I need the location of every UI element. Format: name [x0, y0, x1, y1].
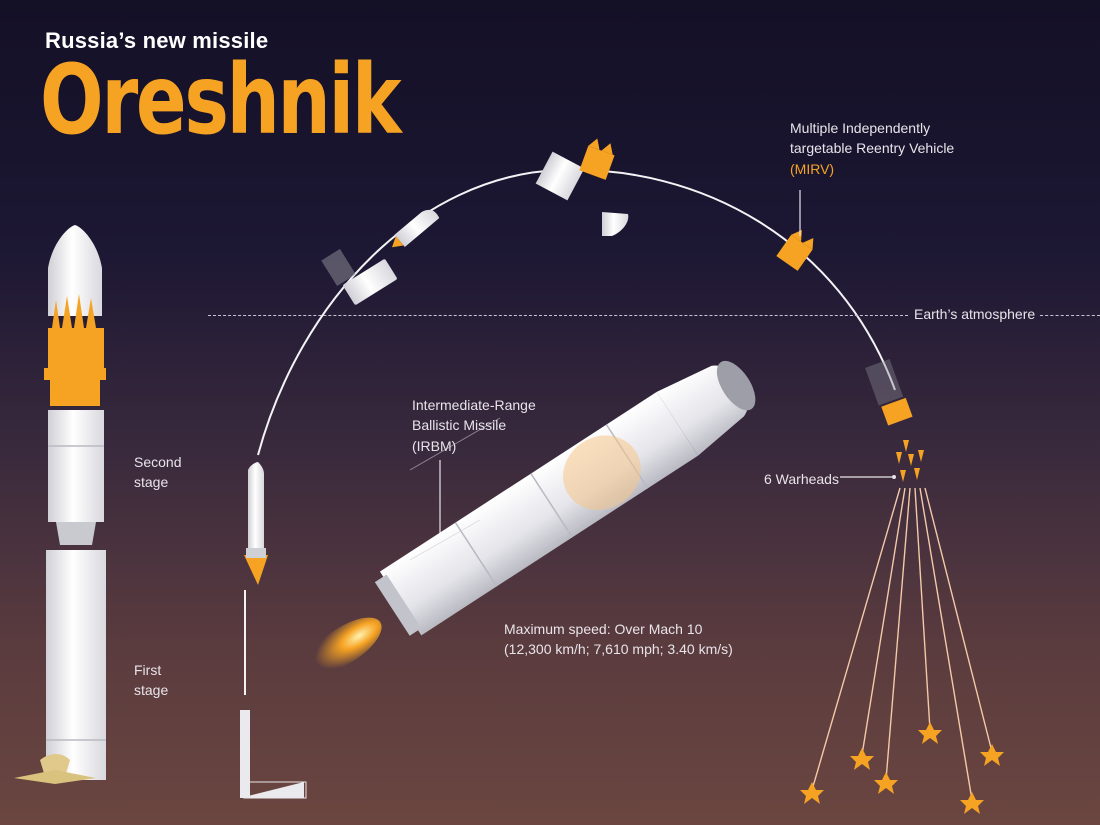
mirv-label: Multiple Independently targetable Reentr… — [790, 120, 955, 177]
irbm-missile-icon — [308, 360, 756, 673]
warheads-label: 6 Warheads — [764, 471, 839, 487]
warhead-icon — [896, 440, 924, 482]
mirv-reentry-icon — [865, 359, 913, 426]
fairing-piece-icon — [602, 212, 629, 236]
warhead-trajectories — [811, 487, 993, 801]
spent-stage-1-icon — [321, 248, 397, 305]
launching-missile-icon — [244, 462, 268, 585]
irbm-label: Intermediate-Range Ballistic Missile (IR… — [412, 397, 536, 454]
launch-pad-icon — [240, 710, 307, 799]
forum-logo-icon — [14, 754, 96, 784]
page-title: Oreshnik — [40, 44, 402, 156]
atmosphere-line-end — [1040, 315, 1100, 316]
missile-stack-icon — [44, 225, 106, 780]
atmosphere-label: Earth’s atmosphere — [914, 306, 1036, 322]
subtitle: Russia’s new missile — [45, 28, 269, 53]
mirv-descent-icon — [776, 229, 814, 271]
spent-stage-3-icon — [535, 151, 585, 201]
atmosphere-line — [208, 315, 908, 316]
second-stage-label: Second stage — [134, 454, 182, 491]
speed-label: Maximum speed: Over Mach 10 (12,300 km/h… — [504, 621, 733, 658]
mirv-bus-icon — [579, 138, 615, 180]
first-stage-label: First stage — [134, 662, 169, 699]
impact-burst-icon — [800, 722, 1004, 814]
spent-stage-2-icon — [392, 209, 440, 248]
